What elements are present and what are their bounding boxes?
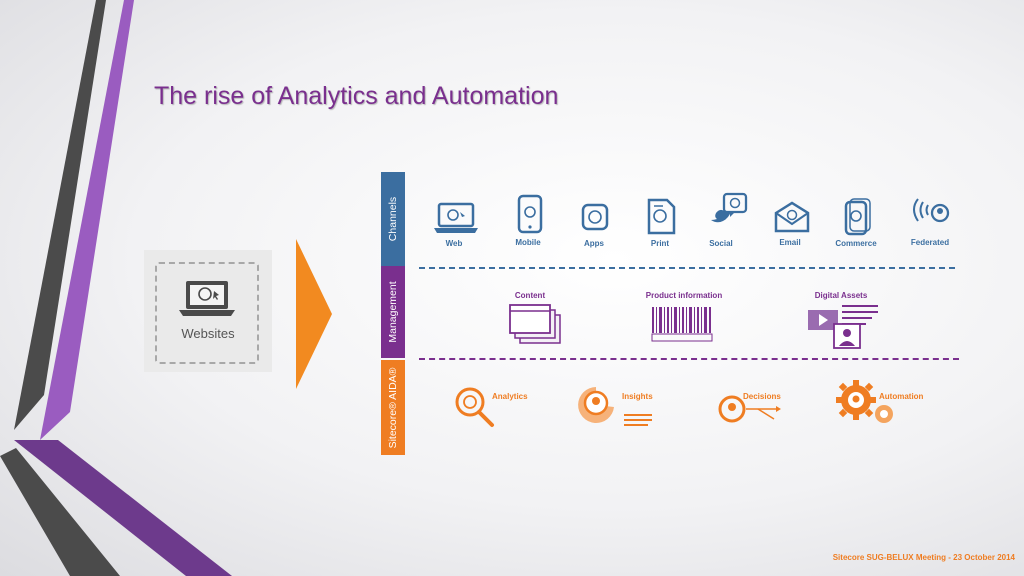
management-label-digital-assets: Digital Assets: [814, 291, 868, 300]
channel-label-mobile: Mobile: [515, 238, 541, 247]
websites-dashed-frame: [155, 262, 259, 364]
channel-label-print: Print: [650, 239, 670, 248]
slide-footer: Sitecore SUG-BELUX Meeting - 23 October …: [832, 553, 1015, 562]
insights-icon: [578, 387, 652, 426]
print-icon: [647, 198, 676, 235]
laptop-icon: [434, 202, 478, 233]
digital-assets-icon: [808, 305, 878, 349]
management-label-product-information: Product information: [645, 291, 723, 300]
channel-label-social: Social: [709, 239, 733, 248]
email-icon: [774, 201, 810, 233]
federated-icon: [913, 198, 950, 223]
automation-icon: [836, 380, 893, 423]
barcode-icon: [651, 307, 713, 342]
channel-label-commerce: Commerce: [835, 239, 877, 248]
arrow-right-icon: [296, 239, 332, 389]
aida-label-decisions: Decisions: [743, 392, 781, 401]
management-band: Management: [381, 266, 405, 358]
management-divider: [419, 358, 959, 360]
channel-label-email: Email: [779, 238, 801, 247]
channels-divider: [419, 267, 955, 269]
content-windows-icon: [509, 304, 561, 344]
websites-label: Websites: [181, 326, 235, 341]
management-label-content: Content: [514, 291, 546, 300]
social-icon: [711, 192, 748, 223]
slide-title: The rise of Analytics and Automation: [154, 82, 559, 110]
channel-label-apps: Apps: [584, 239, 604, 248]
management-band-label: Management: [387, 281, 399, 343]
app-icon: [581, 203, 609, 231]
channel-label-federated: Federated: [910, 238, 950, 247]
commerce-icon: [844, 198, 871, 236]
laptop-user-icon: [179, 281, 235, 316]
decisions-icon: [718, 395, 781, 423]
aida-label-analytics: Analytics: [492, 392, 528, 401]
channels-band: Channels: [381, 172, 405, 266]
analytics-icon: [455, 387, 494, 427]
channel-label-web: Web: [445, 239, 463, 248]
aida-band: Sitecore® AIDA®: [381, 360, 405, 455]
channels-band-label: Channels: [387, 196, 399, 242]
mobile-icon: [517, 194, 543, 234]
aida-label-automation: Automation: [879, 392, 924, 401]
aida-band-label: Sitecore® AIDA®: [387, 367, 399, 448]
aida-label-insights: Insights: [622, 392, 653, 401]
